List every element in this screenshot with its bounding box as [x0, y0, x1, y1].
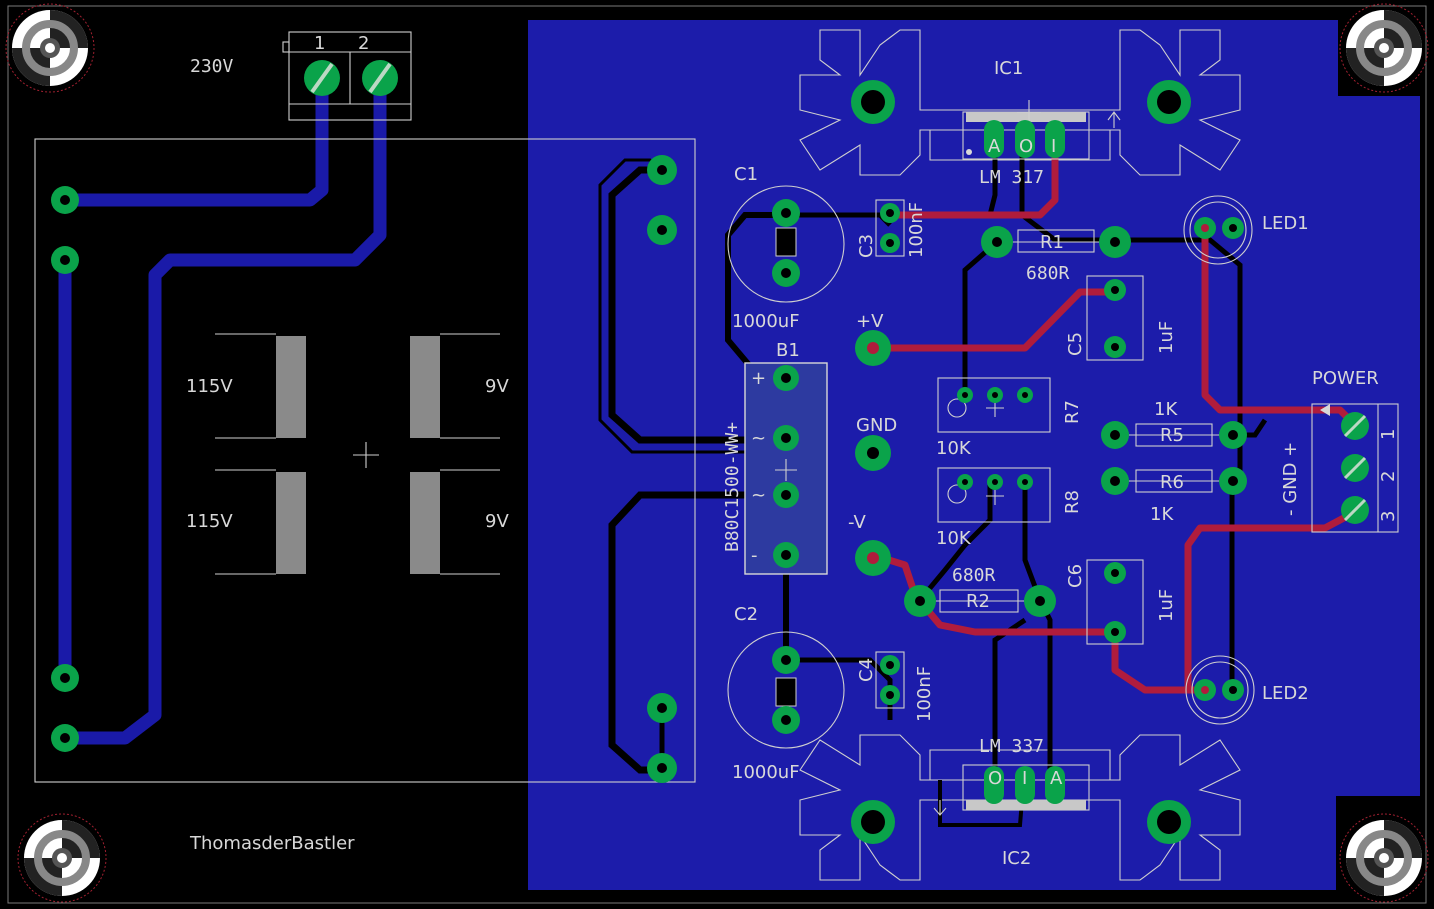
ic1-pin-a: A: [988, 136, 1001, 157]
c5-value: 1uF: [1156, 321, 1177, 354]
c5-label: C5: [1065, 332, 1086, 356]
r7-label: R7: [1062, 400, 1083, 424]
regulator-ic1: A O I IC1 LM 317: [962, 58, 1121, 188]
mains-terminal: 1 2 230V: [190, 31, 412, 121]
heatsink-mount-holes: [851, 80, 1191, 844]
ic1-pin-i: I: [1051, 136, 1056, 157]
resistor-r2: R2 680R: [904, 565, 1056, 617]
board-outline: [7, 5, 1427, 904]
bridge-rectifier-b1: + ~ ~ - B1 B80C1500-WW+: [722, 340, 828, 575]
ic2-pin-i: I: [1022, 768, 1027, 789]
power-pins-label: - GND +: [1280, 442, 1301, 516]
c4-value: 100nF: [914, 666, 935, 722]
r2-label: R2: [966, 591, 990, 612]
top-traces: [869, 136, 1359, 694]
terminal-pin-1-label: 1: [314, 33, 325, 54]
ic2-pin-o: O: [988, 768, 1002, 789]
r8-label: R8: [1062, 490, 1083, 514]
b1-ac1-label: ~: [751, 428, 766, 449]
terminal-pin-2-label: 2: [358, 33, 369, 54]
ic2-label: IC2: [1002, 848, 1031, 869]
led1: LED1: [1183, 195, 1309, 265]
b1-ac2-label: ~: [751, 485, 766, 506]
resistor-r5: R5 1K: [1101, 399, 1247, 449]
mounting-hole-bottom-right: [1339, 813, 1429, 903]
c6-value: 1uF: [1156, 589, 1177, 622]
capacitor-c1: C1 1000uF: [727, 164, 845, 332]
c2-value: 1000uF: [732, 762, 800, 783]
r7-value: 10K: [936, 438, 972, 459]
c3-value: 100nF: [906, 202, 927, 258]
pos-v-label: +V: [856, 311, 884, 332]
c4-label: C4: [856, 658, 877, 682]
b1-plus-label: +: [751, 368, 766, 389]
secondary-core-2: [410, 472, 440, 574]
r1-label: R1: [1040, 232, 1064, 253]
c2-label: C2: [734, 604, 758, 625]
capacitor-c4: C4 100nF: [856, 651, 935, 722]
c1-label: C1: [734, 164, 758, 185]
neg-v-label: -V: [848, 512, 866, 533]
capacitor-c2: C2 1000uF: [727, 604, 845, 783]
primary-2-label: 115V: [186, 511, 233, 532]
mounting-hole-top-right: [1339, 3, 1429, 93]
b1-part-label: B80C1500-WW+: [722, 422, 743, 552]
led2: LED2: [1185, 655, 1309, 725]
ic2-pin-a: A: [1050, 768, 1063, 789]
gnd-label: GND: [856, 415, 897, 436]
primary-1-label: 115V: [186, 376, 233, 397]
transformer-outline: [34, 138, 696, 783]
secondary-core-1: [410, 336, 440, 438]
power-pin-2: 2: [1378, 471, 1399, 482]
c6-label: C6: [1065, 564, 1086, 588]
r8-value: 10K: [936, 528, 972, 549]
testpoint-neg: -V: [848, 512, 891, 576]
resistor-r6: R6 1K: [1101, 467, 1247, 525]
power-pin-1: 1: [1378, 429, 1399, 440]
trimmer-r7: R7 10K: [936, 377, 1083, 459]
transformer-pads: [51, 155, 677, 783]
regulator-ic2: O I A LM 337 IC2: [933, 736, 1090, 869]
led1-label: LED1: [1262, 213, 1309, 234]
ic1-part: LM 317: [979, 167, 1044, 188]
r6-value: 1K: [1150, 504, 1174, 525]
mounting-hole-top-left: [5, 3, 95, 93]
testpoint-pos: +V: [855, 311, 891, 366]
r1-value: 680R: [1026, 263, 1070, 284]
led2-label: LED2: [1262, 683, 1309, 704]
c3-label: C3: [856, 234, 877, 258]
primary-core-1: [276, 336, 306, 438]
author-label: ThomasderBastler: [189, 833, 355, 854]
ic1-label: IC1: [994, 58, 1023, 79]
transformer: 115V 115V 9V 9V: [34, 138, 696, 783]
c1-value: 1000uF: [732, 311, 800, 332]
r2-value: 680R: [952, 565, 996, 586]
mains-voltage-label: 230V: [190, 56, 234, 77]
ic2-part: LM 337: [979, 736, 1044, 757]
testpoint-gnd: GND: [855, 415, 897, 471]
capacitor-c6: C6 1uF: [1065, 559, 1177, 645]
b1-minus-label: -: [751, 545, 758, 566]
secondary-2-label: 9V: [485, 511, 509, 532]
power-label: POWER: [1312, 368, 1379, 389]
trimmer-r8: R8 10K: [936, 467, 1083, 549]
b1-label: B1: [776, 340, 800, 361]
secondary-1-label: 9V: [485, 376, 509, 397]
ic1-pin-o: O: [1019, 136, 1033, 157]
mounting-holes: [5, 3, 1429, 903]
resistor-r1: R1 680R: [981, 226, 1131, 284]
r5-label: R5: [1160, 425, 1184, 446]
power-terminal: 1 2 3 - GND + POWER: [1280, 368, 1399, 533]
capacitor-c5: C5 1uF: [1065, 275, 1177, 361]
power-pin-3: 3: [1378, 511, 1399, 522]
primary-core-2: [276, 472, 306, 574]
mounting-hole-bottom-left: [17, 813, 107, 903]
capacitor-c3: C3 100nF: [856, 199, 927, 258]
r5-value: 1K: [1154, 399, 1178, 420]
r6-label: R6: [1160, 472, 1184, 493]
